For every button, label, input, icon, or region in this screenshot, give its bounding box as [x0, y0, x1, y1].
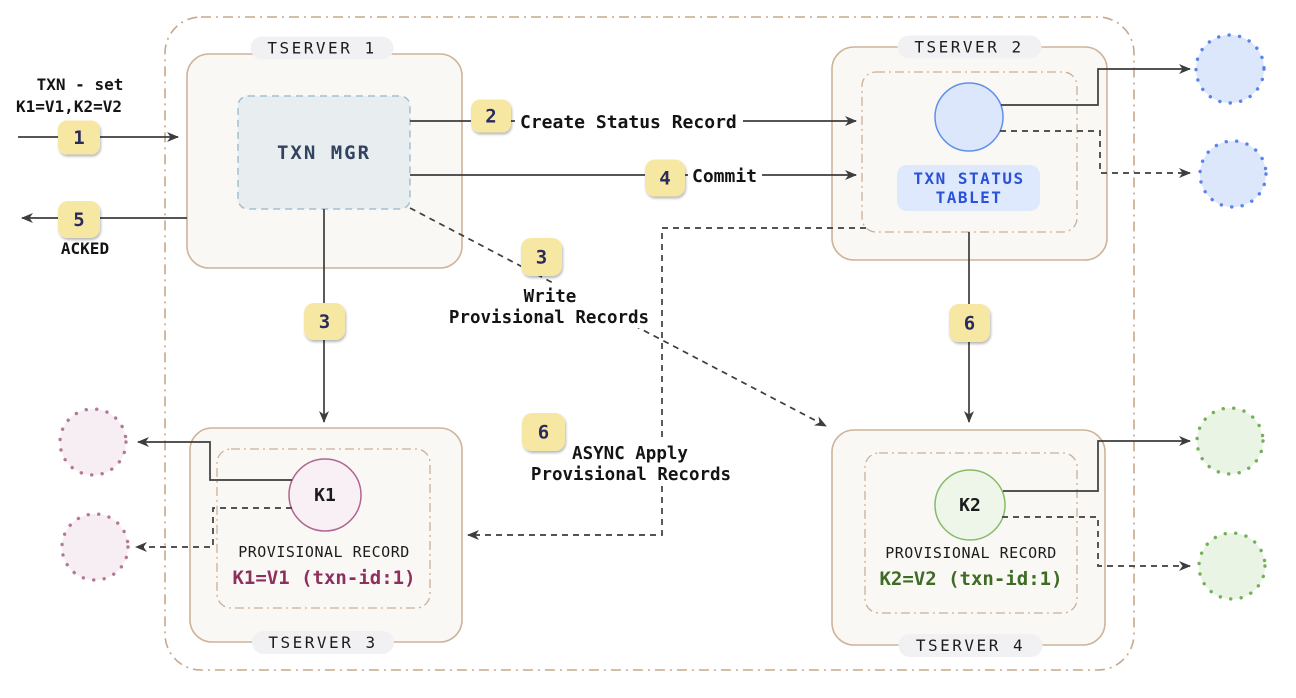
- tserver3-label-pill: [252, 631, 394, 654]
- client-request-label-line1: TXN - set: [37, 75, 124, 94]
- k2-record-value: K2=V2 (txn-id:1): [879, 568, 1062, 590]
- step6-async-badge-number: 6: [538, 422, 549, 444]
- txn-status-tablet-circle: [934, 82, 1004, 152]
- step2-badge-number: 2: [485, 106, 496, 128]
- step2-label-mask: [515, 107, 743, 131]
- txn-status-tablet-label-line1: TXN STATUS: [913, 169, 1024, 188]
- arrow-k1-replication-solid: [137, 437, 292, 481]
- k2-replica-circle-2: [1197, 531, 1267, 601]
- step3-diagonal-badge-number: 3: [536, 247, 547, 269]
- tserver2-label-pill: [897, 35, 1042, 59]
- step3-label-line2: Provisional Records: [449, 308, 649, 328]
- step6-async-badge: [522, 413, 565, 451]
- k1-label: K1: [314, 485, 336, 506]
- tserver3-group: K1 PROVISIONAL RECORD K1=V1 (txn-id:1) T…: [189, 427, 463, 654]
- status-replica-circle-1: [1194, 33, 1266, 105]
- txn-status-tablet-label-line2: TABLET: [936, 188, 1003, 207]
- k2-record-title: PROVISIONAL RECORD: [885, 544, 1057, 562]
- step5-badge-number: 5: [73, 209, 84, 231]
- step3-label-line1: Write: [524, 287, 577, 307]
- client-request-label-line2: K1=V1,K2=V2: [16, 97, 122, 116]
- k1-record-title: PROVISIONAL RECORD: [238, 543, 410, 561]
- arrow-k2-replication-solid: [1003, 436, 1191, 492]
- arrow-status-replication-dashed: [1000, 130, 1191, 178]
- tserver2-box: [831, 46, 1108, 261]
- step4-label-mask: [688, 163, 762, 187]
- txn-mgr-label: TXN MGR: [277, 142, 371, 164]
- k1-record-value: K1=V1 (txn-id:1): [232, 567, 415, 589]
- k2-replica-circle-1: [1195, 406, 1265, 476]
- tserver1-label: TSERVER 1: [267, 39, 376, 58]
- cluster-container-border: [164, 16, 1135, 671]
- arrow-k2-replication-dashed: [1002, 516, 1191, 571]
- txn-status-tablet-label-box: [897, 165, 1040, 211]
- step4-badge-number: 4: [659, 168, 670, 190]
- step6-vertical-badge-number: 6: [964, 313, 975, 335]
- step6-label-line1: ASYNC Apply: [572, 444, 688, 464]
- tserver2-group: TSERVER 2 TXN STATUS TABLET: [831, 35, 1108, 261]
- arrow-k1-replication-dashed: [135, 507, 292, 552]
- status-replica-circle-2: [1198, 139, 1268, 209]
- k1-replica-circle-1: [58, 407, 128, 477]
- step3-label-mask: [444, 283, 656, 328]
- step4-badge: [645, 159, 685, 197]
- arrow-step6-async-apply: [467, 227, 866, 540]
- step6-label-line2: Provisional Records: [531, 465, 731, 485]
- k2-label: K2: [959, 495, 981, 516]
- tserver2-label: TSERVER 2: [914, 38, 1023, 57]
- step3-diagonal-badge: [521, 238, 562, 276]
- step-badges: 1 2 3 3 4 5 6 6: [58, 99, 990, 451]
- k1-replica-circle-2: [60, 512, 130, 582]
- step6-vertical-badge: [949, 304, 990, 342]
- step1-badge-number: 1: [73, 127, 84, 149]
- step3-vertical-badge: [304, 303, 345, 340]
- tserver3-label: TSERVER 3: [268, 633, 377, 652]
- step2-label: Create Status Record: [520, 112, 737, 133]
- tserver4-group: K2 PROVISIONAL RECORD K2=V2 (txn-id:1) T…: [831, 429, 1106, 657]
- arrow-status-replication-solid: [1001, 64, 1191, 106]
- tserver4-tablet-boundary: [864, 452, 1078, 614]
- step3-vertical-badge-number: 3: [319, 311, 330, 333]
- tserver3-tablet-boundary: [216, 448, 431, 609]
- k1-tablet-circle: [288, 458, 362, 532]
- tserver1-label-pill: [250, 36, 394, 60]
- acked-label: ACKED: [61, 239, 109, 258]
- tserver1-group: TSERVER 1 TXN MGR: [186, 36, 463, 269]
- step1-badge: [58, 120, 100, 155]
- tserver4-label: TSERVER 4: [916, 636, 1025, 655]
- step2-badge: [471, 99, 511, 133]
- k2-tablet-circle: [934, 469, 1006, 541]
- step5-badge: [58, 201, 100, 238]
- step4-label: Commit: [692, 166, 757, 187]
- tserver4-label-pill: [898, 634, 1043, 657]
